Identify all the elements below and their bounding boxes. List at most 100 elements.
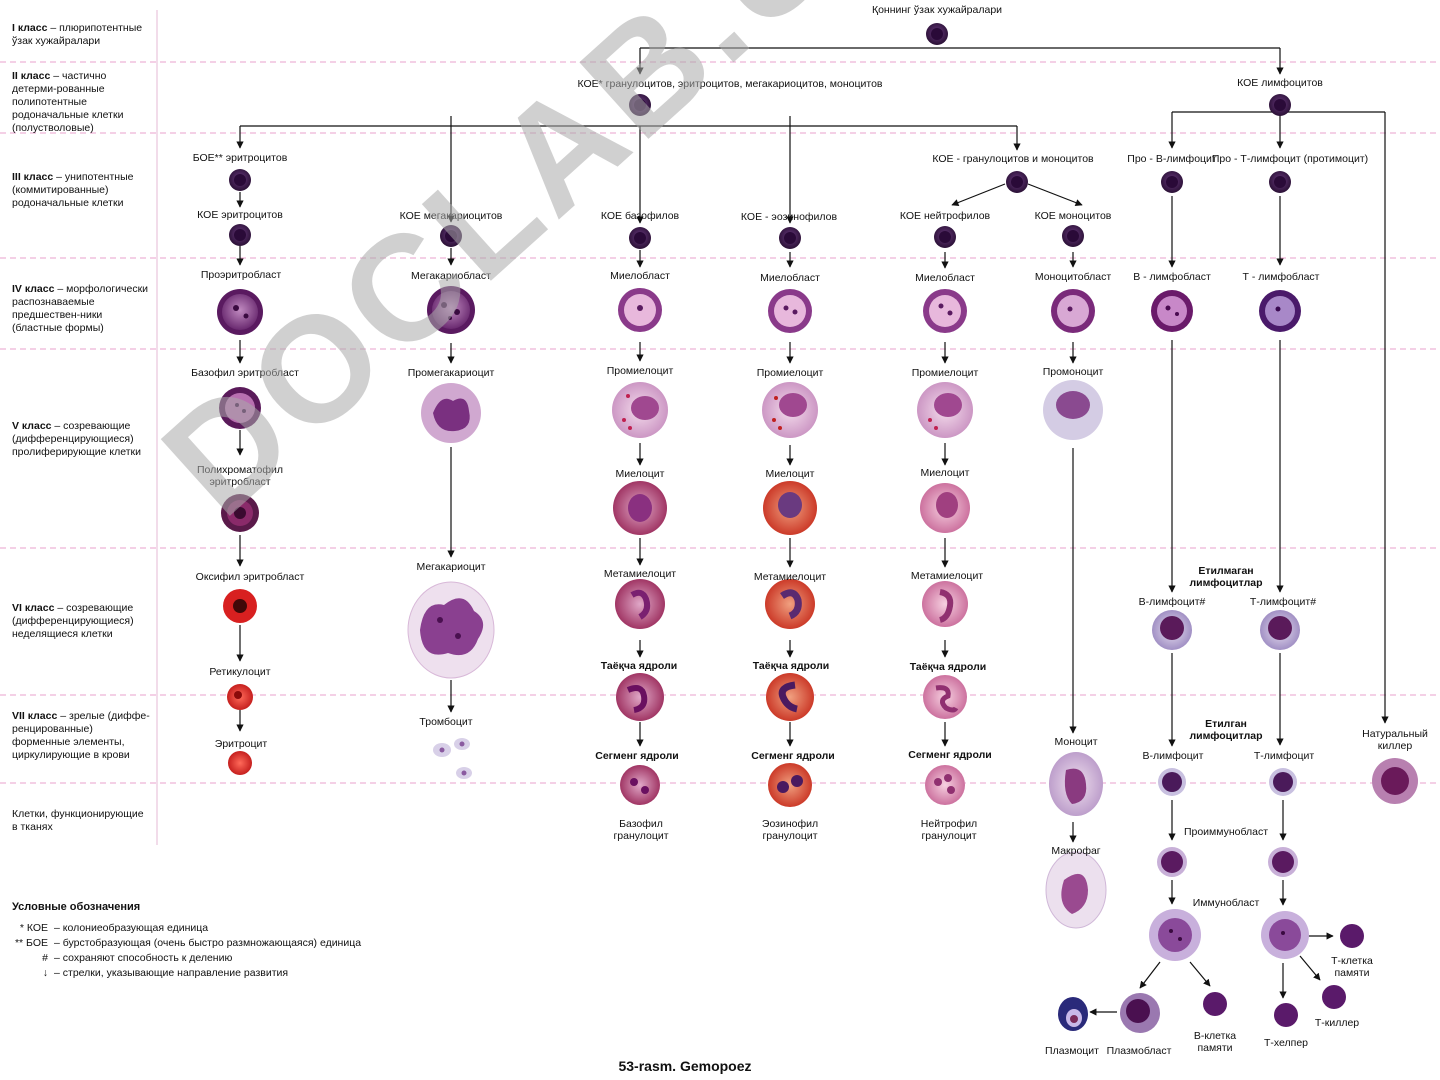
t-memory-cell (1340, 924, 1364, 948)
class-2-label: II класс – частично детерми-рованные пол… (12, 70, 124, 134)
koe-ery-cell (229, 224, 251, 246)
label-promyelocyte-eos: Промиелоцит (756, 367, 824, 379)
t-immunoblast-cell (1261, 911, 1309, 959)
label-b-memory: В-клетка памяти (1193, 1030, 1237, 1054)
megakaryoblast-cell (427, 286, 475, 334)
b-lymph-cell (1158, 768, 1186, 796)
myeloblast-cell-eos (768, 289, 812, 333)
label-proerythroblast: Проэритробласт (200, 269, 282, 281)
label-t-lymphoblast: Т - лимфобласт (1242, 271, 1320, 283)
label-myeloblast-baso: Миелобласт (610, 270, 670, 282)
legend-title: Условные обозначения (12, 901, 141, 913)
label-myelocyte-baso: Миелоцит (615, 468, 665, 480)
cells (217, 23, 1418, 1033)
megakaryocyte-cell (407, 581, 495, 679)
label-immunoblast: Иммунобласт (1192, 897, 1260, 909)
koe-mega-cell (440, 225, 462, 247)
metamyelocyte-cell-eos (765, 579, 815, 629)
label-t-killer: Т-киллер (1314, 1017, 1360, 1029)
legend-item: * КОЕ– колониеобразующая единица (19, 922, 209, 934)
legend-item: ** БОЕ– бурстобразующая (очень быстро ра… (14, 937, 362, 949)
label-poly-erythroblast: Полихроматофил эритробласт (196, 464, 284, 488)
legend-item: ↓– стрелки, указывающие направление разв… (42, 967, 289, 979)
label-b-lymphoblast: В - лимфобласт (1133, 271, 1211, 283)
segmented-cell-neut (925, 765, 965, 805)
t-lymph-hash-cell (1260, 610, 1300, 650)
erythrocyte-cell (228, 751, 252, 775)
b-lymphoblast-cell (1151, 290, 1193, 332)
poly-erythroblast-cell (221, 494, 259, 532)
class-4-label: IV класс – морфологически распознаваемые… (12, 283, 149, 334)
metamyelocyte-cell-baso (615, 579, 665, 629)
monocyte-cell (1049, 752, 1103, 816)
label-koe-mega: КОЕ мегакариоцитов (399, 210, 503, 222)
label-megakaryoblast: Мегакариобласт (411, 270, 491, 282)
class-5-label: V класс – созревающие (дифференцирующиес… (12, 420, 142, 458)
label-baso-erythroblast: Базофил эритробласт (191, 367, 299, 379)
label-plasmocyte: Плазмоцит (1045, 1045, 1099, 1057)
label-proimmunoblast: Проиммунобласт (1183, 826, 1269, 838)
band-cell-baso (616, 673, 664, 721)
label-koe-gemm: КОЕ* гранулоцитов, эритроцитов, мегакари… (577, 78, 883, 90)
label-segmented-eos: Сегменг ядроли (751, 750, 835, 762)
pro-b-cell (1161, 171, 1183, 193)
label-macrophage: Макрофаг (1051, 845, 1101, 857)
label-immature-lymph: Етилмаган лимфоцитлар (1189, 565, 1263, 589)
t-lymph-cell (1269, 768, 1297, 796)
label-koe-lymph: КОЕ лимфоцитов (1237, 77, 1323, 89)
b-memory-cell (1203, 992, 1227, 1016)
label-promonocyte: Промоноцит (1042, 366, 1104, 378)
label-segmented-neut: Сегменг ядроли (908, 749, 992, 761)
label-monocyte: Моноцит (1054, 736, 1098, 748)
plasmoblast-cell (1120, 993, 1160, 1033)
label-koe-neut: КОЕ нейтрофилов (899, 210, 991, 222)
koe-gemm-cell (629, 94, 651, 116)
koe-neut-cell (934, 226, 956, 248)
myeloblast-cell-baso (618, 288, 662, 332)
myelocyte-cell-baso (613, 481, 667, 535)
t-helper-cell (1274, 1003, 1298, 1027)
monoblast-cell (1051, 289, 1095, 333)
label-eosinophil: Эозинофил гранулоцит (761, 818, 819, 842)
legend-item: #– сохраняют способность к делению (42, 952, 233, 964)
plasmocyte-cell (1058, 997, 1088, 1031)
label-mature-lymph: Етилган лимфоцитлар (1189, 718, 1263, 742)
promonocyte-cell (1043, 380, 1103, 440)
t-lymphoblast-cell (1259, 290, 1301, 332)
label-monoblast: Моноцитобласт (1034, 271, 1112, 283)
label-t-lymph-hash: Т-лимфоцит# (1249, 596, 1317, 608)
class-3-label: III класс – унипотентные (коммитированны… (12, 171, 134, 209)
label-band-eos: Таёқча ядроли (752, 660, 830, 672)
pro-t-cell (1269, 171, 1291, 193)
macrophage-cell (1045, 851, 1107, 929)
class-6-label: VI класс – созревающие (дифференцирующие… (12, 602, 134, 640)
label-basophil: Базофил гранулоцит (613, 818, 669, 842)
label-segmented-baso: Сегменг ядроли (595, 750, 679, 762)
immunoblast-cell (1149, 909, 1201, 961)
label-myelocyte-neut: Миелоцит (920, 467, 970, 479)
band-cell-eos (766, 673, 814, 721)
label-koe-gm: КОЕ - гранулоцитов и моноцитов (932, 153, 1094, 165)
label-koe-eos: КОЕ - эозинофилов (740, 211, 838, 223)
connectors (236, 47, 1389, 1016)
label-t-memory: Т-клетка памяти (1331, 955, 1373, 979)
label-pro-b: Про - В-лимфоцит (1127, 153, 1217, 165)
class-1-label: I класс – плюрипотентные ўзак хужайралар… (12, 22, 143, 47)
band-cell-neut (923, 675, 967, 719)
label-koe-baso: КОЕ базофилов (600, 210, 680, 222)
label-erythrocyte: Эритроцит (214, 738, 268, 750)
label-promyelocyte-baso: Промиелоцит (606, 365, 674, 377)
myelocyte-cell-eos (763, 481, 817, 535)
label-myelocyte-eos: Миелоцит (765, 468, 815, 480)
segmented-cell-eos (768, 763, 812, 807)
label-myeloblast-eos: Миелобласт (760, 272, 820, 284)
koe-lymph-cell (1269, 94, 1291, 116)
stem-cell (926, 23, 948, 45)
baso-erythroblast-cell (219, 387, 261, 429)
label-stem: Қоннинг ўзак хужайралари (871, 4, 1003, 16)
label-nk: Натуральный киллер (1362, 728, 1428, 752)
proerythroblast-cell (217, 289, 263, 335)
boe-cell (229, 169, 251, 191)
koe-baso-cell (629, 227, 651, 249)
